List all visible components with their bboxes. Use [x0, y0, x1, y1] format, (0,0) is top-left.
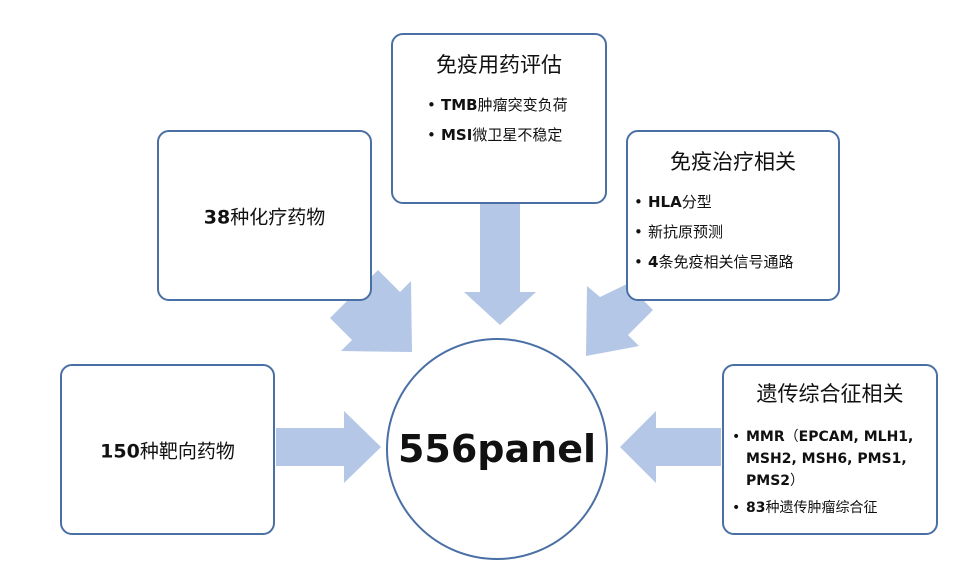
list-item: 新抗原预测 — [634, 222, 793, 242]
box-targeted: 150种靶向药物 — [60, 364, 275, 535]
box-targeted-text: 150种靶向药物 — [100, 440, 235, 462]
arrow-from-immune-eval — [464, 204, 536, 325]
list-item: TMB肿瘤突变负荷 — [427, 95, 568, 115]
list-item: 4条免疫相关信号通路 — [634, 252, 793, 272]
box-syndrome: 遗传综合征相关 MMR（EPCAM, MLH1, MSH2, MSH6, PMS… — [722, 364, 938, 535]
center-circle: 556panel — [386, 338, 608, 560]
box-syndrome-list: MMR（EPCAM, MLH1, MSH2, MSH6, PMS1, PMS2）… — [732, 426, 932, 528]
box-chemo-text: 38种化疗药物 — [203, 206, 326, 228]
box-immune-eval: 免疫用药评估 TMB肿瘤突变负荷 MSI微卫星不稳定 — [391, 33, 607, 204]
list-item: MSI微卫星不稳定 — [427, 125, 568, 145]
box-immune-eval-list: TMB肿瘤突变负荷 MSI微卫星不稳定 — [427, 95, 568, 155]
list-item: HLA分型 — [634, 192, 793, 212]
box-syndrome-title: 遗传综合征相关 — [756, 382, 904, 406]
arrow-from-targeted — [276, 411, 381, 483]
box-immuno-therapy: 免疫治疗相关 HLA分型 新抗原预测 4条免疫相关信号通路 — [626, 130, 840, 301]
center-label: 556panel — [397, 427, 596, 471]
box-immuno-therapy-list: HLA分型 新抗原预测 4条免疫相关信号通路 — [634, 192, 793, 282]
list-item: MMR（EPCAM, MLH1, MSH2, MSH6, PMS1, PMS2） — [732, 426, 932, 492]
arrow-from-syndrome — [620, 411, 721, 483]
box-immune-eval-title: 免疫用药评估 — [436, 53, 562, 77]
list-item: 83种遗传肿瘤综合征 — [732, 498, 932, 518]
box-chemo: 38种化疗药物 — [157, 130, 372, 301]
arrow-from-chemo — [330, 270, 412, 352]
box-immuno-therapy-title: 免疫治疗相关 — [670, 150, 796, 174]
arrow-from-immuno-therapy — [586, 284, 653, 356]
